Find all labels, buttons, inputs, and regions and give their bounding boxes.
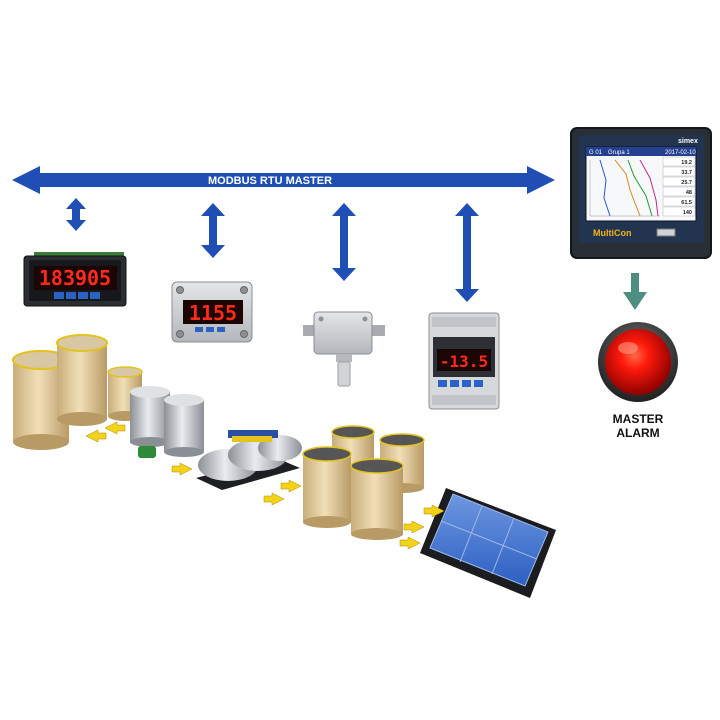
multicon-model: MultiCon — [593, 228, 632, 238]
master-alarm-light: MASTER ALARM — [598, 322, 678, 440]
multicon-value: 140 — [683, 210, 692, 216]
multicon-value-cell — [662, 156, 696, 167]
modbus-bus: MODBUS RTU MASTER — [12, 166, 555, 194]
pump — [138, 446, 156, 458]
multicon-value: 48 — [686, 190, 692, 196]
enclosure-meter-display: 1155 — [189, 301, 237, 325]
bus-connection-arrow-4 — [455, 203, 479, 302]
multicon-value-cell — [662, 206, 696, 217]
bus-connection-arrow-1 — [66, 198, 86, 231]
multicon-value: 19.2 — [681, 160, 692, 166]
multicon-group: Grupa 1 — [608, 150, 630, 156]
multicon-value-cell — [662, 196, 696, 207]
plant-process-scene — [12, 334, 556, 598]
processing-machine — [196, 430, 302, 490]
din-rail-meter-device: -13.5 — [428, 312, 500, 410]
storage-tank — [350, 458, 404, 540]
multicon-value-cell — [662, 166, 696, 177]
bus-connection-arrow-2 — [201, 203, 225, 258]
storage-tank — [302, 446, 352, 528]
enclosure-meter-device: 1155 — [171, 281, 253, 343]
multicon-trend-chart — [589, 159, 660, 217]
conveyor-line — [420, 488, 556, 598]
enclosure-meter-buttons — [195, 327, 225, 332]
panel-meter-device: 183905 — [23, 252, 127, 307]
din-meter-display: -13.5 — [440, 352, 488, 371]
multicon-master-device: G 01 Grupa 1 2017-02-10 19.2 33.7 25.7 48 61… — [570, 127, 712, 259]
multicon-values: 19.2 33.7 25.7 48 61.5 140 — [662, 156, 696, 217]
flow-arrows — [85, 421, 445, 550]
storage-tank — [56, 334, 108, 426]
junction-box-sensor — [303, 311, 385, 387]
multicon-value: 33.7 — [681, 170, 692, 176]
panel-meter-display: 183905 — [39, 266, 111, 290]
bus-connection-arrow-3 — [332, 203, 356, 281]
multicon-date: 2017-02-10 — [665, 150, 696, 156]
panel-meter-buttons — [54, 292, 100, 299]
multicon-value: 61.5 — [681, 200, 692, 206]
multicon-brand: simex — [678, 138, 698, 145]
alarm-label-line1: MASTER — [613, 412, 664, 426]
silver-silo — [164, 394, 204, 457]
usb-port — [656, 228, 676, 237]
multicon-value: 25.7 — [681, 180, 692, 186]
multicon-value-cell — [662, 176, 696, 187]
silver-silo — [130, 386, 170, 447]
alarm-label-line2: ALARM — [616, 426, 659, 440]
bus-label: MODBUS RTU MASTER — [208, 175, 332, 187]
multicon-channel: G 01 — [589, 150, 603, 156]
din-meter-buttons — [438, 380, 483, 387]
alarm-output-arrow — [623, 273, 647, 310]
multicon-value-cell — [662, 186, 696, 197]
